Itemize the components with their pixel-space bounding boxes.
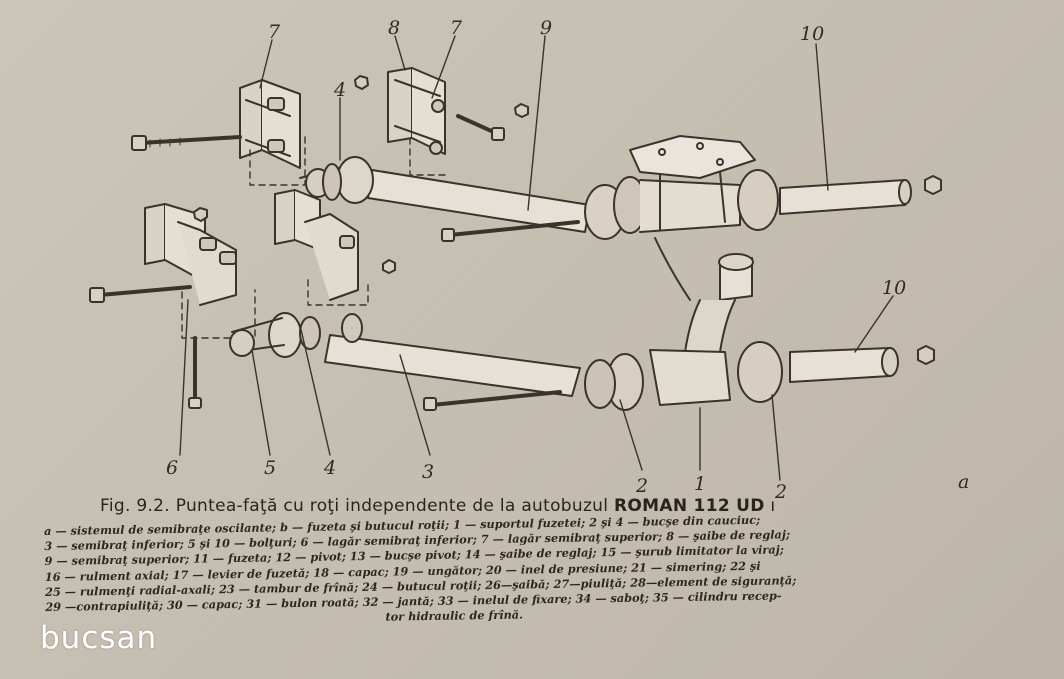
bolt-middle [441, 220, 580, 242]
bolt-lower-mid [423, 390, 562, 411]
callout-2-right: 2 [774, 481, 787, 500]
callout-5: 5 [264, 457, 276, 479]
callout-2-left: 2 [635, 475, 648, 497]
callout-7-left: 7 [268, 21, 281, 43]
callout-4-bottom: 4 [323, 457, 336, 479]
panel-letter-a: a [958, 471, 969, 493]
callout-8: 8 [388, 17, 400, 39]
lower-arm [229, 312, 581, 397]
suspension-exploded-diagram: 7 8 7 9 10 4 10 6 5 4 3 2 1 2 a [89, 17, 969, 500]
upper-bushing [584, 169, 779, 240]
callout-4-top: 4 [333, 79, 346, 101]
callout-7-right: 7 [450, 17, 463, 39]
bolt-top-left [131, 135, 242, 151]
watermark: bucsan [40, 620, 158, 656]
upper-arm [299, 156, 591, 233]
callout-9: 9 [540, 17, 552, 39]
figure-caption: Fig. 9.2. Puntea-faţă cu roţi independen… [100, 496, 960, 516]
knuckle-support [584, 237, 783, 411]
lower-arm-bearing [144, 203, 237, 306]
bolt-top-right [456, 103, 529, 141]
callout-3: 3 [422, 461, 434, 483]
upper-arm-bearing-left [239, 79, 301, 169]
callout-10-top: 10 [800, 23, 824, 45]
callout-1: 1 [694, 473, 706, 495]
middle-bearing-cluster [274, 189, 396, 301]
callout-6: 6 [166, 457, 178, 479]
upper-pin [779, 175, 942, 215]
caption-model: ROMAN 112 UD [614, 496, 765, 516]
upper-arm-bearing-right [387, 67, 446, 155]
nut-top-right [354, 75, 369, 90]
caption-title-text: Fig. 9.2. Puntea-faţă cu roţi independen… [100, 496, 609, 516]
knuckle-top-plate [629, 135, 756, 231]
bolt-vertical [188, 336, 202, 409]
figure-legend: a — sistemul de semibraţe oscilante; b —… [44, 509, 991, 630]
caption-title-end: ı [770, 496, 776, 516]
bolt-lower-left [89, 285, 192, 303]
callout-10-bottom: 10 [882, 277, 906, 299]
lower-pin [789, 345, 935, 383]
